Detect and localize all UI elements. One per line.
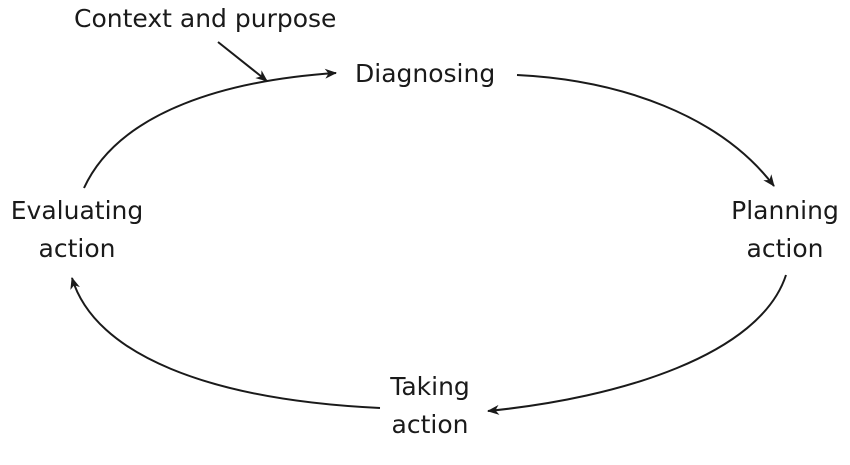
context-label: Context and purpose: [74, 0, 336, 38]
node-taking-line-1: Taking: [390, 372, 470, 401]
arrow-taking-to-evaluating: [70, 277, 381, 409]
node-evaluating-line-1: Evaluating: [10, 196, 144, 225]
node-diagnosing: Diagnosing: [355, 55, 495, 93]
arrow-diagnosing-to-planning: [516, 74, 775, 187]
arrow-evaluating-to-diagnosing: [83, 68, 337, 189]
node-planning-action: Planning action: [730, 192, 840, 268]
node-evaluating-action: Evaluating action: [10, 192, 144, 268]
arrow-context-to-cycle: [217, 41, 268, 82]
node-planning-line-2: action: [746, 234, 824, 263]
node-diagnosing-text: Diagnosing: [355, 59, 496, 88]
node-taking-line-2: action: [391, 410, 469, 439]
context-text: Context and purpose: [74, 4, 337, 33]
node-planning-line-1: Planning: [731, 196, 839, 225]
arrow-planning-to-taking: [487, 274, 787, 415]
node-evaluating-line-2: action: [38, 234, 116, 263]
node-taking-action: Taking action: [380, 368, 480, 444]
